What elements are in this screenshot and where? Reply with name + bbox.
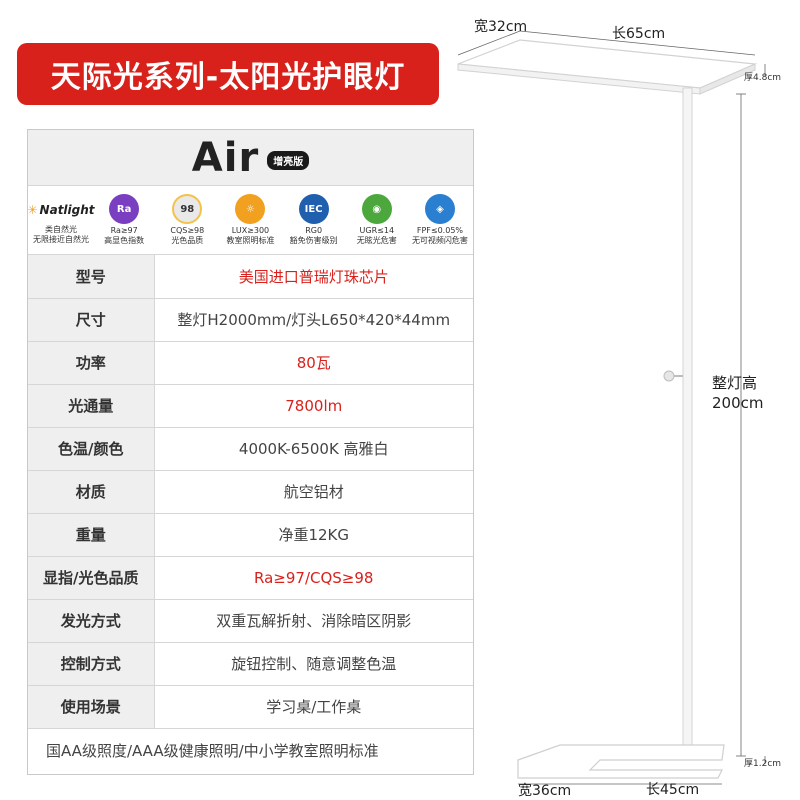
head-thickness-label: 厚4.8cm	[744, 73, 782, 83]
badge-label: 类自然光无限接近自然光	[33, 225, 89, 245]
table-row: 尺寸整灯H2000mm/灯头L650*420*44mm	[28, 298, 473, 342]
cqs-icon: 98	[172, 194, 203, 224]
spec-value: 双重瓦解折射、消除暗区阴影	[154, 599, 473, 643]
spec-key: 使用场景	[28, 685, 155, 729]
spec-key: 显指/光色品质	[28, 556, 155, 600]
height-label: 整灯高 200cm	[712, 374, 764, 413]
spec-value: 旋钮控制、随意调整色温	[154, 642, 473, 686]
spec-key: 型号	[28, 255, 155, 299]
model-name: Air	[191, 134, 260, 181]
spec-value: 7800lm	[154, 384, 473, 428]
table-row: 重量净重12KG	[28, 513, 473, 557]
title-banner: 天际光系列-太阳光护眼灯	[17, 43, 439, 105]
spec-key: 尺寸	[28, 298, 155, 342]
natlight-logo: ✳Natlight	[27, 195, 94, 225]
badge-label-line: Ra≥97	[110, 226, 138, 235]
badge-label-line: UGR≤14	[359, 226, 395, 235]
natlight-star-icon: ✳	[27, 203, 38, 217]
iec-icon: IEC	[298, 194, 329, 224]
natlight-text: Natlight	[39, 203, 95, 217]
height-label-line2: 200cm	[712, 393, 764, 412]
badge-label-line: 高显色指数	[104, 236, 145, 245]
spec-key: 重量	[28, 513, 155, 557]
badge-label-line: LUX≥300	[231, 226, 270, 235]
badge-label-line: FPF≤0.05%	[416, 226, 464, 235]
table-row: 控制方式旋钮控制、随意调整色温	[28, 642, 473, 686]
edition-badge: 增亮版	[267, 151, 310, 170]
badge-label-line: 类自然光	[45, 225, 77, 234]
panel-header: Air 增亮版	[28, 130, 473, 186]
spec-value: Ra≥97/CQS≥98	[154, 556, 473, 600]
page-title: 天际光系列-太阳光护眼灯	[50, 60, 406, 95]
badge-flicker: ◈FPF≤0.05%无可视频闪危害	[411, 194, 469, 246]
spec-value: 整灯H2000mm/灯头L650*420*44mm	[154, 298, 473, 342]
table-row: 型号美国进口普瑞灯珠芯片	[28, 255, 473, 299]
spec-key: 发光方式	[28, 599, 155, 643]
head-width-label: 宽32cm	[474, 19, 528, 35]
badge-label-line: 教室照明标准	[226, 236, 275, 245]
spec-value: 美国进口普瑞灯珠芯片	[154, 255, 473, 299]
badge-label-line: RG0	[305, 226, 323, 235]
eye-icon: ◉	[361, 194, 392, 224]
badge-label-line: 无眩光危害	[356, 236, 397, 245]
spec-key: 色温/颜色	[28, 427, 155, 471]
badge-label-line: 豁免伤害级别	[289, 236, 338, 245]
spec-value: 学习桌/工作桌	[154, 685, 473, 729]
head-length-label: 长65cm	[612, 26, 666, 42]
table-row: 发光方式双重瓦解折射、消除暗区阴影	[28, 599, 473, 643]
badge-label-line: 光色品质	[171, 236, 204, 245]
height-label-line1: 整灯高	[712, 374, 758, 392]
badge-label-line: 无可视频闪危害	[411, 236, 468, 245]
badge-label-line: 无限接近自然光	[33, 235, 89, 244]
spec-value: 航空铝材	[154, 470, 473, 514]
ra-icon: Ra	[109, 194, 140, 224]
spec-value: 4000K-6500K 高雅白	[154, 427, 473, 471]
base-width-label: 宽36cm	[518, 783, 572, 799]
standards-note: 国AA级照度/AAA级健康照明/中小学教室照明标准	[46, 742, 379, 760]
flicker-icon: ◈	[424, 194, 455, 224]
badge-label: FPF≤0.05%无可视频闪危害	[412, 226, 468, 246]
spec-key: 材质	[28, 470, 155, 514]
spec-key: 光通量	[28, 384, 155, 428]
spec-key: 控制方式	[28, 642, 155, 686]
spec-key: 功率	[28, 341, 155, 385]
base-length-label: 长45cm	[646, 782, 700, 798]
lux-icon: ☼	[235, 194, 266, 224]
base-thickness-label: 厚1.2cm	[744, 759, 782, 769]
spec-value: 净重12KG	[154, 513, 473, 557]
table-row: 使用场景学习桌/工作桌	[28, 685, 473, 729]
badge-label-line: CQS≥98	[170, 226, 205, 235]
spec-value: 80瓦	[154, 341, 473, 385]
table-row: 材质航空铝材	[28, 470, 473, 514]
